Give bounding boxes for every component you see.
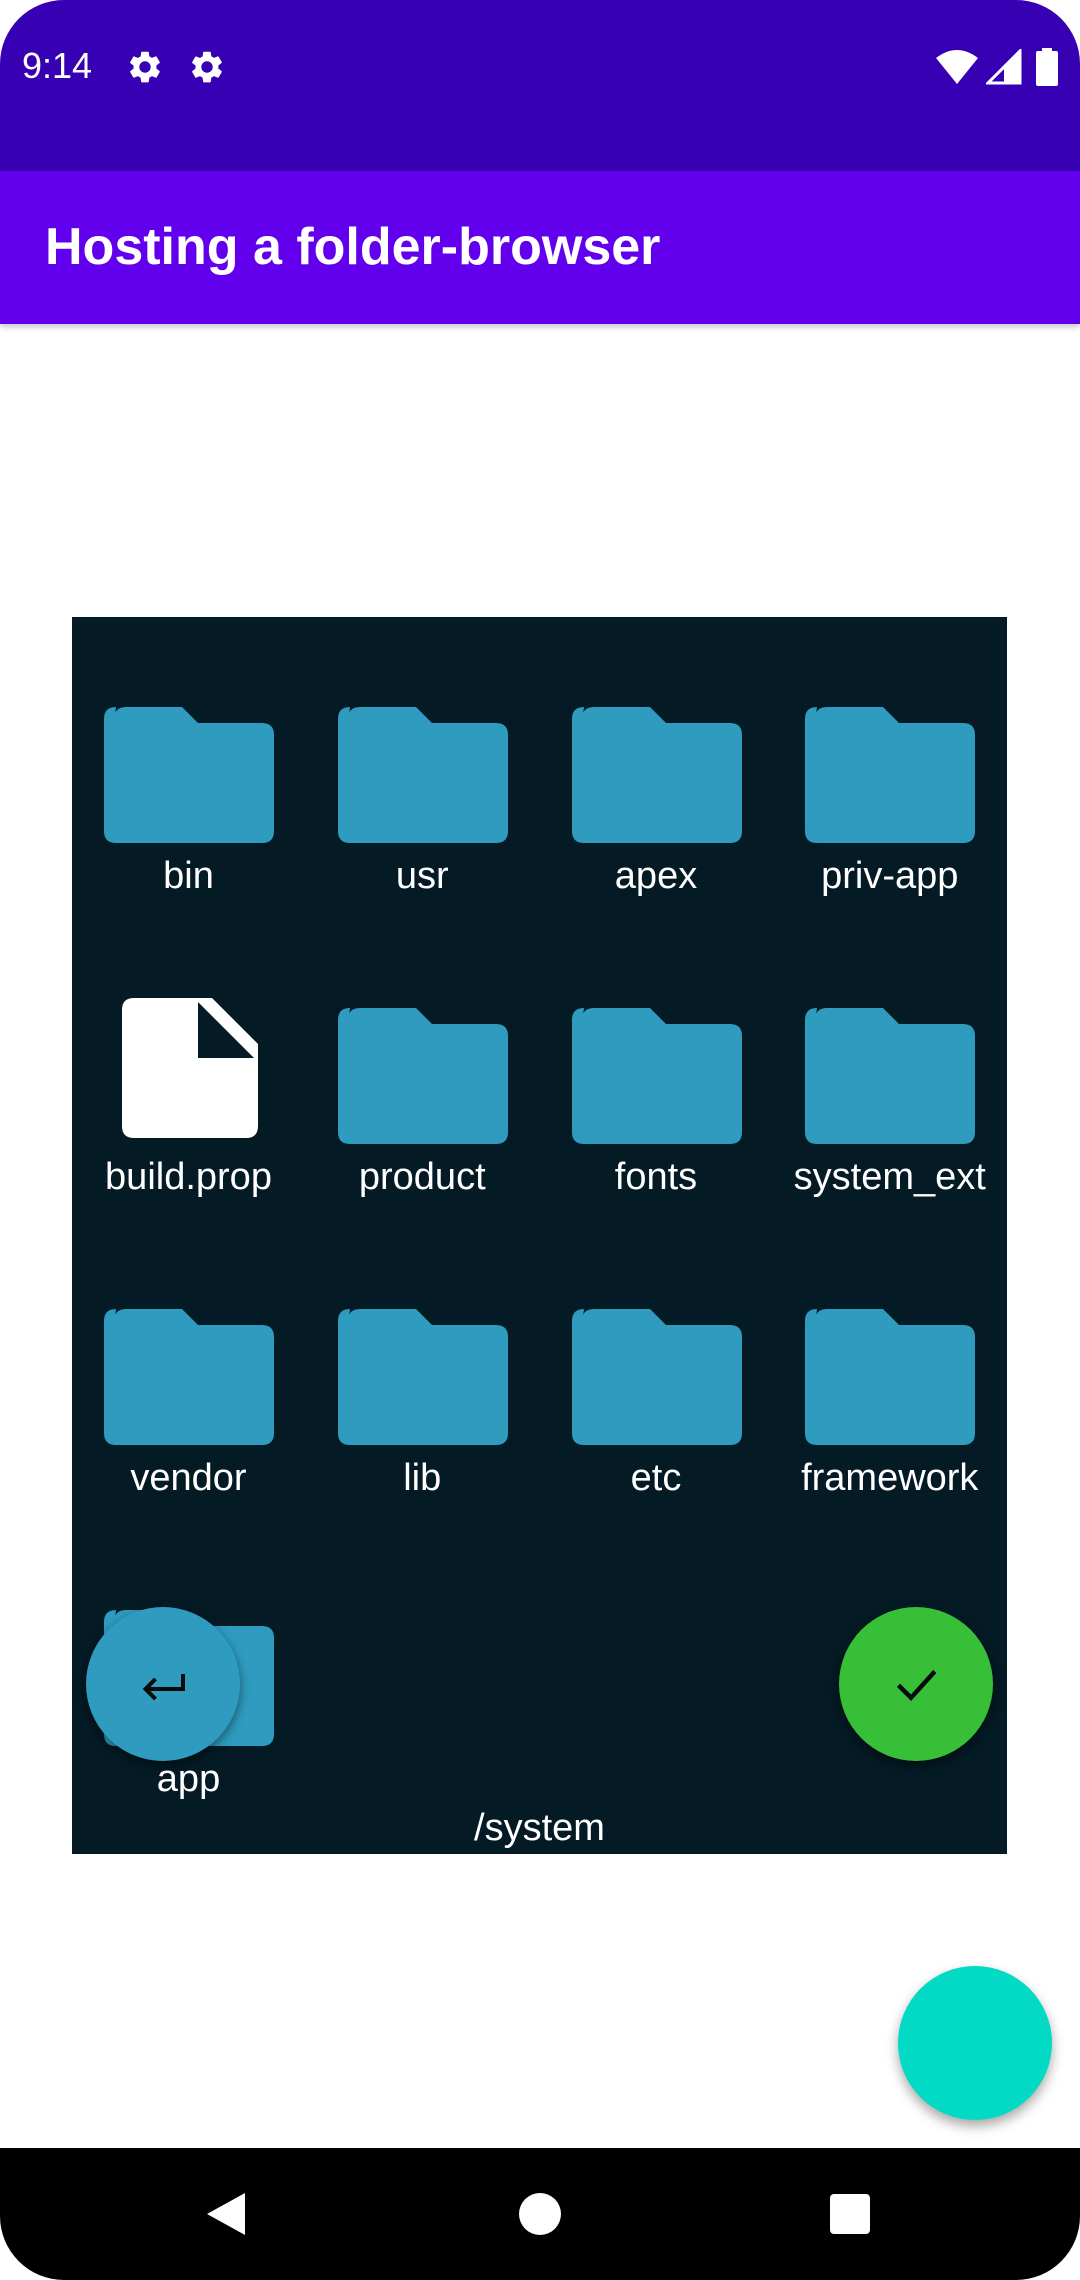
item-label: lib [403,1457,442,1499]
wifi-icon [936,50,978,84]
folder-item[interactable]: bin [72,617,305,917]
signal-icon [986,49,1022,85]
folder-item[interactable]: system_ext [773,918,1006,1218]
folder-icon [104,707,274,843]
folder-icon [104,1309,274,1445]
nav-recents-button[interactable] [814,2178,886,2250]
folder-item[interactable]: priv-app [773,617,1006,917]
nav-home-button[interactable] [504,2178,576,2250]
floating-action-button[interactable] [898,1966,1052,2120]
folder-icon [805,707,976,843]
item-label: etc [630,1457,682,1499]
item-label: bin [163,855,214,897]
folder-item[interactable]: etc [540,1219,773,1519]
folder-icon [337,1008,508,1144]
folder-icon [805,1008,976,1144]
item-label: usr [395,855,449,897]
file-icon [122,998,258,1138]
battery-icon [1036,48,1058,86]
folder-browser: bin usr apex priv-app build.prop product fonts… [72,617,1007,1854]
current-path: /system [474,1807,605,1849]
check-icon [896,1669,937,1702]
folder-icon [571,1008,742,1144]
status-bar: 9:14 [0,0,1080,171]
folder-icon [337,1309,508,1445]
folder-item[interactable]: lib [306,1219,539,1519]
folder-icon [571,707,742,843]
item-label: vendor [130,1457,247,1499]
status-time: 9:14 [22,45,93,86]
item-label: priv-app [821,855,959,897]
folder-item[interactable]: apex [540,617,773,917]
gear-icon [192,51,222,83]
item-label: framework [801,1457,979,1499]
folder-icon [337,707,508,843]
item-label: system_ext [793,1156,986,1198]
status-icons [936,48,1058,86]
item-label: build.prop [105,1156,272,1198]
folder-item[interactable]: usr [306,617,539,917]
file-item[interactable]: build.prop [72,918,305,1218]
app-title: Hosting a folder-browser [45,218,661,276]
item-label: apex [614,855,698,897]
folder-item[interactable]: product [306,918,539,1218]
item-label: product [358,1156,486,1198]
navigation-bar [0,2148,1080,2280]
folder-item[interactable]: fonts [540,918,773,1218]
nav-back-button[interactable] [190,2178,262,2250]
folder-item[interactable]: vendor [72,1219,305,1519]
recents-icon [830,2194,870,2234]
folder-icon [805,1309,976,1445]
return-arrow-icon [142,1674,185,1701]
back-button[interactable] [86,1607,240,1761]
home-icon [519,2193,561,2235]
app-bar: Hosting a folder-browser [0,171,1080,324]
folder-item[interactable]: framework [773,1219,1006,1519]
item-label: app [156,1758,221,1800]
item-label: fonts [614,1156,698,1198]
gear-icon [130,51,160,83]
back-icon [207,2193,245,2235]
folder-icon [571,1309,742,1445]
confirm-button[interactable] [839,1607,993,1761]
